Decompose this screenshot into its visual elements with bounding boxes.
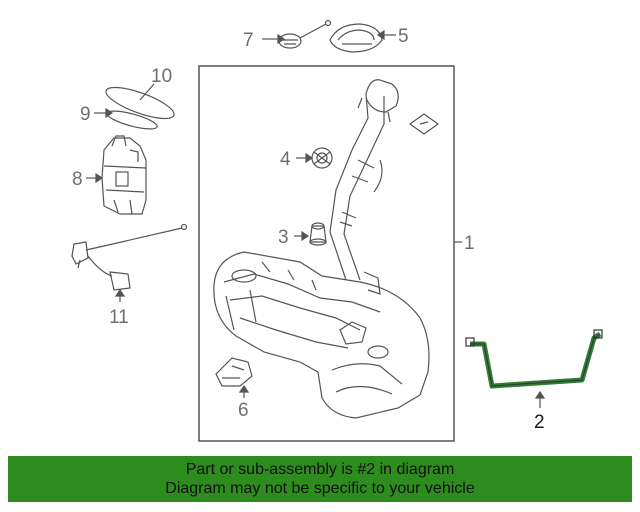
part-5-seal[interactable]: [329, 23, 383, 53]
banner-line-2: Diagram may not be specific to your vehi…: [165, 480, 475, 497]
info-banner: Part or sub-assembly is #2 in diagram Di…: [8, 456, 632, 502]
callout-9: 9: [80, 104, 91, 125]
callout-8: 8: [72, 169, 83, 190]
leader-lines: [86, 29, 546, 408]
part-11-level-sender[interactable]: [71, 223, 188, 291]
part-7-filler-cap[interactable]: [278, 19, 332, 49]
callout-4: 4: [280, 149, 291, 170]
callout-6: 6: [238, 400, 249, 421]
fuel-tank-frame: [198, 65, 455, 442]
part-6-sensor[interactable]: [215, 357, 253, 387]
callout-2: 2: [534, 412, 545, 433]
part-8-fuel-pump[interactable]: [101, 135, 147, 215]
fuel-tank-part[interactable]: [213, 79, 430, 419]
callout-5: 5: [398, 26, 409, 47]
callout-7: 7: [243, 30, 254, 51]
callout-11: 11: [109, 307, 129, 328]
callout-3: 3: [278, 227, 289, 248]
callout-1: 1: [464, 233, 475, 254]
callout-10: 10: [151, 66, 172, 87]
part-10-lock-ring[interactable]: [103, 81, 177, 124]
part-4-valve[interactable]: [311, 147, 333, 169]
parts-diagram: 7 5 10 9 8 4 3 1 11 6 2: [71, 19, 603, 442]
banner-line-1: Part or sub-assembly is #2 in diagram: [185, 461, 455, 478]
bracket-part[interactable]: [408, 113, 440, 135]
part-2-tank-strap[interactable]: [465, 329, 603, 389]
part-3-grommet[interactable]: [309, 222, 327, 246]
